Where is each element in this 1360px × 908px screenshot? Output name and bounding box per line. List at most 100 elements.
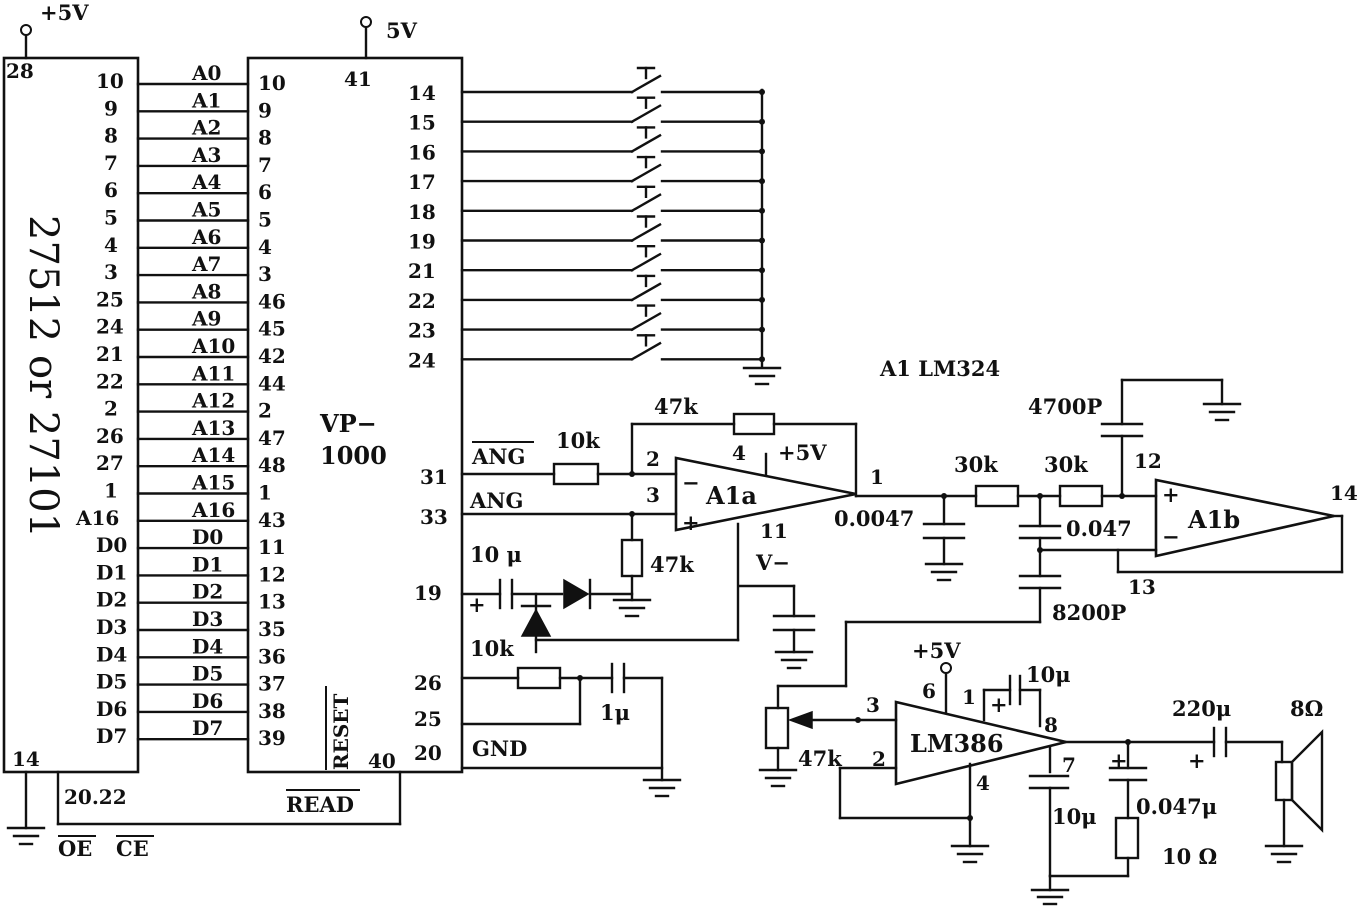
c-10u-c-label: 10μ: [1052, 804, 1097, 829]
bus-label-12: A12: [191, 389, 235, 413]
lm386-pin-3: 3: [866, 693, 880, 717]
bus-label-15: A15: [191, 471, 235, 495]
switch-pin-1: 15: [408, 111, 436, 135]
vp-pin-8: 46: [258, 289, 286, 313]
bus-label-10: A10: [191, 334, 235, 358]
switch-blade-8: [630, 311, 662, 332]
vp-pin-19: 13: [258, 590, 286, 614]
vp-pin-18: 12: [258, 562, 286, 586]
a1b-minus: −: [1162, 524, 1180, 549]
ang-label: ANG: [469, 488, 523, 513]
opamp-title: A1 LM324: [879, 356, 1000, 381]
rom-pin-17: D0: [96, 533, 127, 557]
pot-47k: [764, 706, 790, 750]
vp-pin-7: 3: [258, 262, 272, 286]
switch-blade-3: [630, 163, 662, 183]
vp-pin-12: 2: [258, 399, 272, 423]
rom-pin-11: 22: [96, 369, 124, 393]
c-047-label: 0.047: [1066, 516, 1132, 541]
rom-pin-18: D1: [96, 560, 127, 584]
a1a-pin-2: 2: [646, 447, 660, 471]
a1b-pin-12: 12: [1134, 449, 1162, 473]
r-10ohm-label: 10 Ω: [1162, 844, 1217, 869]
vp-pin-24: 39: [258, 726, 286, 750]
rom-pin-2: 8: [104, 124, 118, 148]
c-220u-plus: +: [1188, 748, 1206, 773]
gnd-label: GND: [472, 736, 527, 761]
switch-pin-6: 21: [408, 259, 436, 283]
bus-label-4: A4: [191, 170, 222, 194]
rom-chip-body: [2, 56, 140, 774]
a1a-vneg-label: V−: [755, 550, 790, 575]
a1a-plus: +: [682, 510, 700, 535]
c-8200p-label: 8200P: [1052, 600, 1126, 625]
switch-pin-5: 19: [408, 230, 436, 254]
c-4700p-ground-symbol: [1202, 402, 1242, 422]
vp-pin-11: 44: [258, 371, 286, 395]
bus-label-11: A11: [191, 361, 235, 385]
r-10ohm: [1114, 816, 1140, 860]
rom-pin-6: 4: [104, 233, 118, 257]
switch-blade-2: [630, 133, 662, 154]
vp-pin-14: 48: [258, 453, 286, 477]
pot-wiper-arrow: [787, 710, 813, 730]
switch-pin-9: 24: [408, 348, 436, 372]
switch-blade-1: [630, 104, 662, 124]
c-047u-plus: +: [1110, 748, 1128, 773]
vp-pin-3: 7: [258, 153, 272, 177]
rom-vcc-label: +5V: [40, 0, 89, 25]
r-bias-47k: [620, 538, 644, 578]
lm386-pin-4: 4: [976, 771, 990, 795]
vp-pin-15: 1: [258, 481, 272, 505]
vp-pin-13: 47: [258, 426, 286, 450]
vp-pin-9: 45: [258, 317, 286, 341]
lm386-vcc-label: +5V: [912, 638, 961, 663]
rom-pin-1: 9: [104, 96, 118, 120]
c-047u-label: 0.047μ: [1136, 794, 1217, 819]
a1a-minus: −: [682, 470, 700, 495]
op-amp-a1a: [674, 456, 857, 532]
vp-pin-23: 38: [258, 699, 286, 723]
speaker-ground-symbol: [1264, 844, 1304, 864]
pot-47k-label: 47k: [798, 746, 842, 771]
bus-label-19: D2: [192, 580, 223, 604]
vp-pin-2: 8: [258, 126, 272, 150]
switch-blade-7: [630, 282, 662, 302]
a1a-pin-11: 11: [760, 519, 788, 543]
rom-vcc-pin: 28: [6, 59, 34, 83]
a1a-pin-1: 1: [870, 465, 884, 489]
vp-pin-0: 10: [258, 71, 286, 95]
a1b-pin-14: 14: [1330, 481, 1358, 505]
vp-reset-label: RESET: [329, 693, 353, 770]
bus-label-24: D7: [192, 716, 223, 740]
switch-pin-8: 23: [408, 319, 436, 343]
read-label: READ: [286, 792, 354, 817]
speaker-label: 8Ω: [1290, 696, 1323, 721]
main-ground-symbol: [642, 778, 682, 798]
bus-label-16: A16: [191, 498, 235, 522]
bus-label-6: A6: [191, 225, 221, 249]
vp-pin-6: 4: [258, 235, 272, 259]
vp-pin-5: 5: [258, 208, 272, 232]
vp-pin-21: 36: [258, 644, 286, 668]
switch-blade-9: [630, 341, 662, 361]
bias-ground-symbol: [612, 598, 652, 618]
lm386-pin-2: 2: [872, 747, 886, 771]
bus-label-14: A14: [191, 443, 235, 467]
oe-ce-pins: 20.22: [64, 785, 127, 809]
rom-pin-7: 3: [104, 260, 118, 284]
vneg-ground-symbol: [774, 650, 814, 670]
a1a-vcc-label: +5V: [778, 440, 827, 465]
vp-pin-16: 43: [258, 508, 286, 532]
vp-pin-22: 37: [258, 672, 286, 696]
rom-pin-10: 21: [96, 342, 124, 366]
rom-pin-9: 24: [96, 315, 124, 339]
r-bias-47k-label: 47k: [650, 552, 694, 577]
vp-vcc-terminal: [360, 16, 372, 28]
vp-pin-1: 9: [258, 98, 272, 122]
a1b-pin-13: 13: [1128, 575, 1156, 599]
c-220u-label: 220μ: [1172, 696, 1231, 721]
diode-shunt: [520, 608, 552, 637]
